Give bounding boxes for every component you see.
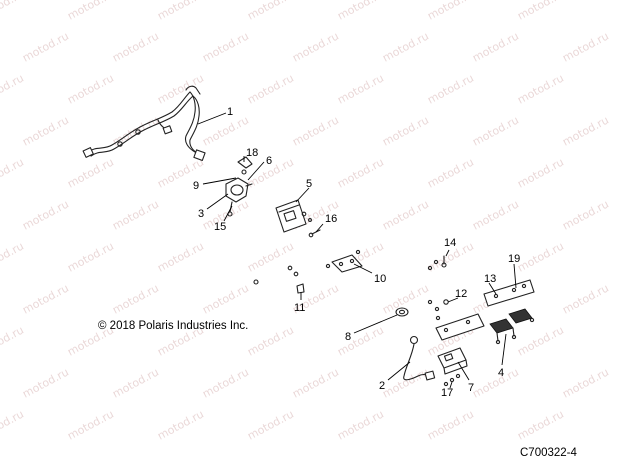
grommet-8 [395,307,409,317]
copyright-notice: © 2018 Polaris Industries Inc. [98,320,249,332]
sensor-bracket-assembly [225,156,253,217]
callout-13: 13 [484,273,496,285]
callout-9: 9 [193,180,199,192]
fasteners-11 [253,265,305,294]
mounting-plate-7 [435,313,485,341]
callout-3: 3 [198,208,204,220]
callout-16: 16 [325,213,337,225]
leader-lines [197,112,517,389]
callout-labels: 1 18 6 9 3 15 5 16 14 10 11 13 19 12 8 4… [193,106,520,399]
callout-17: 17 [441,387,453,399]
screw-16 [308,229,321,238]
callout-15: 15 [214,221,226,233]
callout-2: 2 [379,380,385,392]
callout-8: 8 [345,331,351,343]
callout-1: 1 [227,106,233,118]
bracket-10 [325,249,363,273]
callout-10: 10 [374,273,386,285]
callout-6: 6 [266,155,272,167]
screw-14 [427,255,447,271]
callout-18: 18 [246,147,258,159]
callout-5: 5 [306,178,312,190]
callout-19: 19 [508,253,520,265]
callout-14: 14 [444,237,456,249]
fastener-12 [427,299,449,312]
mounting-plate-13 [483,279,535,307]
control-module-5 [275,199,312,233]
relay-block-19 [489,308,535,345]
callout-12: 12 [455,288,467,300]
callout-4: 4 [498,367,504,379]
sensor-lead-2 [403,335,436,381]
control-module-7 [437,347,468,387]
catalog-id: C700322-4 [520,447,577,459]
callout-11: 11 [294,302,305,314]
callout-7: 7 [468,382,474,394]
wire-harness [82,85,206,162]
